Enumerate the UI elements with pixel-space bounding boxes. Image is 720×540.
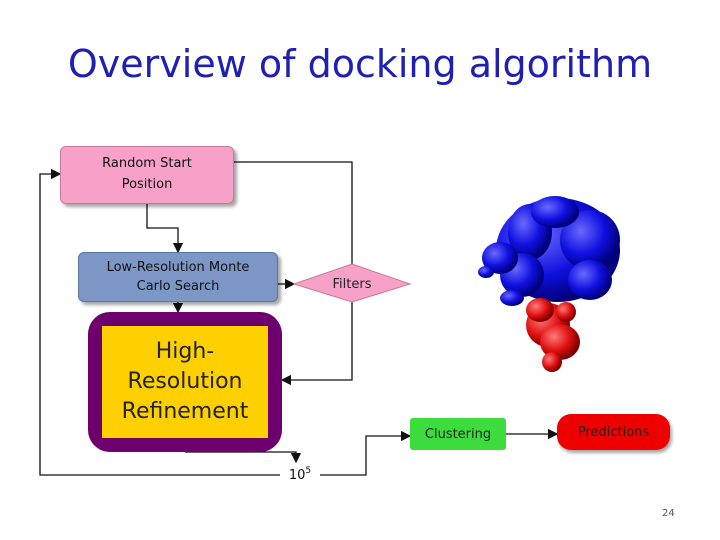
high-resolution-refinement-box: High-Resolution Refinement [88,312,282,452]
high-resolution-refinement-fill: High-Resolution Refinement [102,326,268,438]
filters-diamond [292,263,412,303]
predictions-label: Predictions [577,424,650,440]
low-resolution-search-label: Low-Resolution Monte Carlo Search [106,259,250,295]
line-highres-to-count [185,451,302,464]
high-resolution-refinement-label: High-Resolution Refinement [121,339,249,424]
iteration-count-exponent: 5 [305,466,312,476]
line-start-to-filters [234,161,353,264]
loop-back-line [39,168,280,476]
random-start-position-label: Random Start Position [102,156,192,192]
line-filters-to-highres [280,302,353,386]
clustering-box: Clustering [410,418,506,450]
arrow-count-to-clustering [320,430,412,476]
page-number: 24 [662,508,675,519]
predictions-box: Predictions [557,414,670,450]
clustering-label: Clustering [424,426,492,442]
filters-label-wrap: Filters [300,272,404,296]
filters-label: Filters [332,276,372,292]
arrow-start-to-lowres [146,204,184,254]
protein-complex-image [478,196,620,372]
low-resolution-search-box: Low-Resolution Monte Carlo Search [78,252,278,302]
random-start-position-box: Random Start Position [60,146,234,204]
iteration-count-base: 10 [288,467,306,483]
slide-title: Overview of docking algorithm [67,42,653,86]
